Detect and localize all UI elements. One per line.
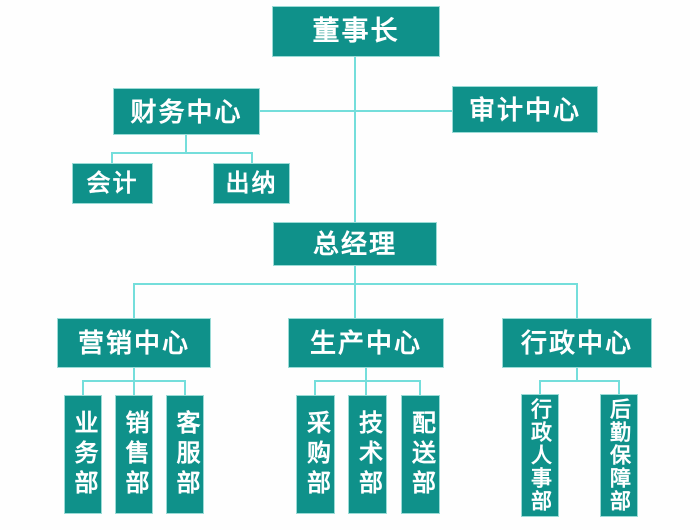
connector-finance-children: [112, 152, 252, 154]
connector-marketing-children: [83, 380, 186, 382]
connector-logistics-drop: [618, 380, 620, 394]
node-general-manager: 总经理: [273, 222, 437, 266]
node-cashier: 出纳: [213, 163, 290, 204]
connector-gm-children: [134, 283, 578, 285]
connector-admin-drop: [576, 283, 578, 318]
node-admin-hr-dept: 行政人事部: [521, 394, 559, 517]
connector-cashier-drop: [251, 152, 253, 163]
node-logistics-dept: 后勤保障部: [600, 394, 638, 517]
connector-admin-stub: [576, 368, 578, 380]
node-distribution-dept: 配送部: [401, 395, 440, 514]
node-tech-dept: 技术部: [348, 395, 387, 514]
connector-finance-audit: [260, 110, 452, 112]
node-business-dept: 业务部: [64, 395, 102, 514]
node-purchasing-dept: 采购部: [296, 395, 335, 514]
node-production-center: 生产中心: [288, 318, 444, 368]
connector-marketing-drop: [133, 283, 135, 318]
connector-admin-children: [540, 380, 620, 382]
node-sales-dept: 销售部: [115, 395, 153, 514]
connector-production-children: [315, 380, 421, 382]
node-audit-center: 审计中心: [452, 86, 598, 133]
node-chairman: 董事长: [272, 6, 440, 57]
node-admin-center: 行政中心: [502, 318, 652, 368]
connector-finance-stub: [185, 135, 187, 152]
node-customer-service-dept: 客服部: [166, 395, 204, 514]
connector-chairman-gm: [354, 57, 356, 222]
connector-accounting-drop: [111, 152, 113, 163]
node-finance-center: 财务中心: [113, 88, 260, 135]
connector-distribution-drop: [419, 380, 421, 395]
connector-gm-stub: [354, 266, 356, 318]
node-marketing-center: 营销中心: [57, 318, 211, 368]
node-accounting: 会计: [72, 163, 153, 204]
connector-customer-service-drop: [184, 380, 186, 395]
connector-admin-hr-drop: [539, 380, 541, 394]
connector-purchasing-drop: [314, 380, 316, 395]
connector-business-drop: [82, 380, 84, 395]
